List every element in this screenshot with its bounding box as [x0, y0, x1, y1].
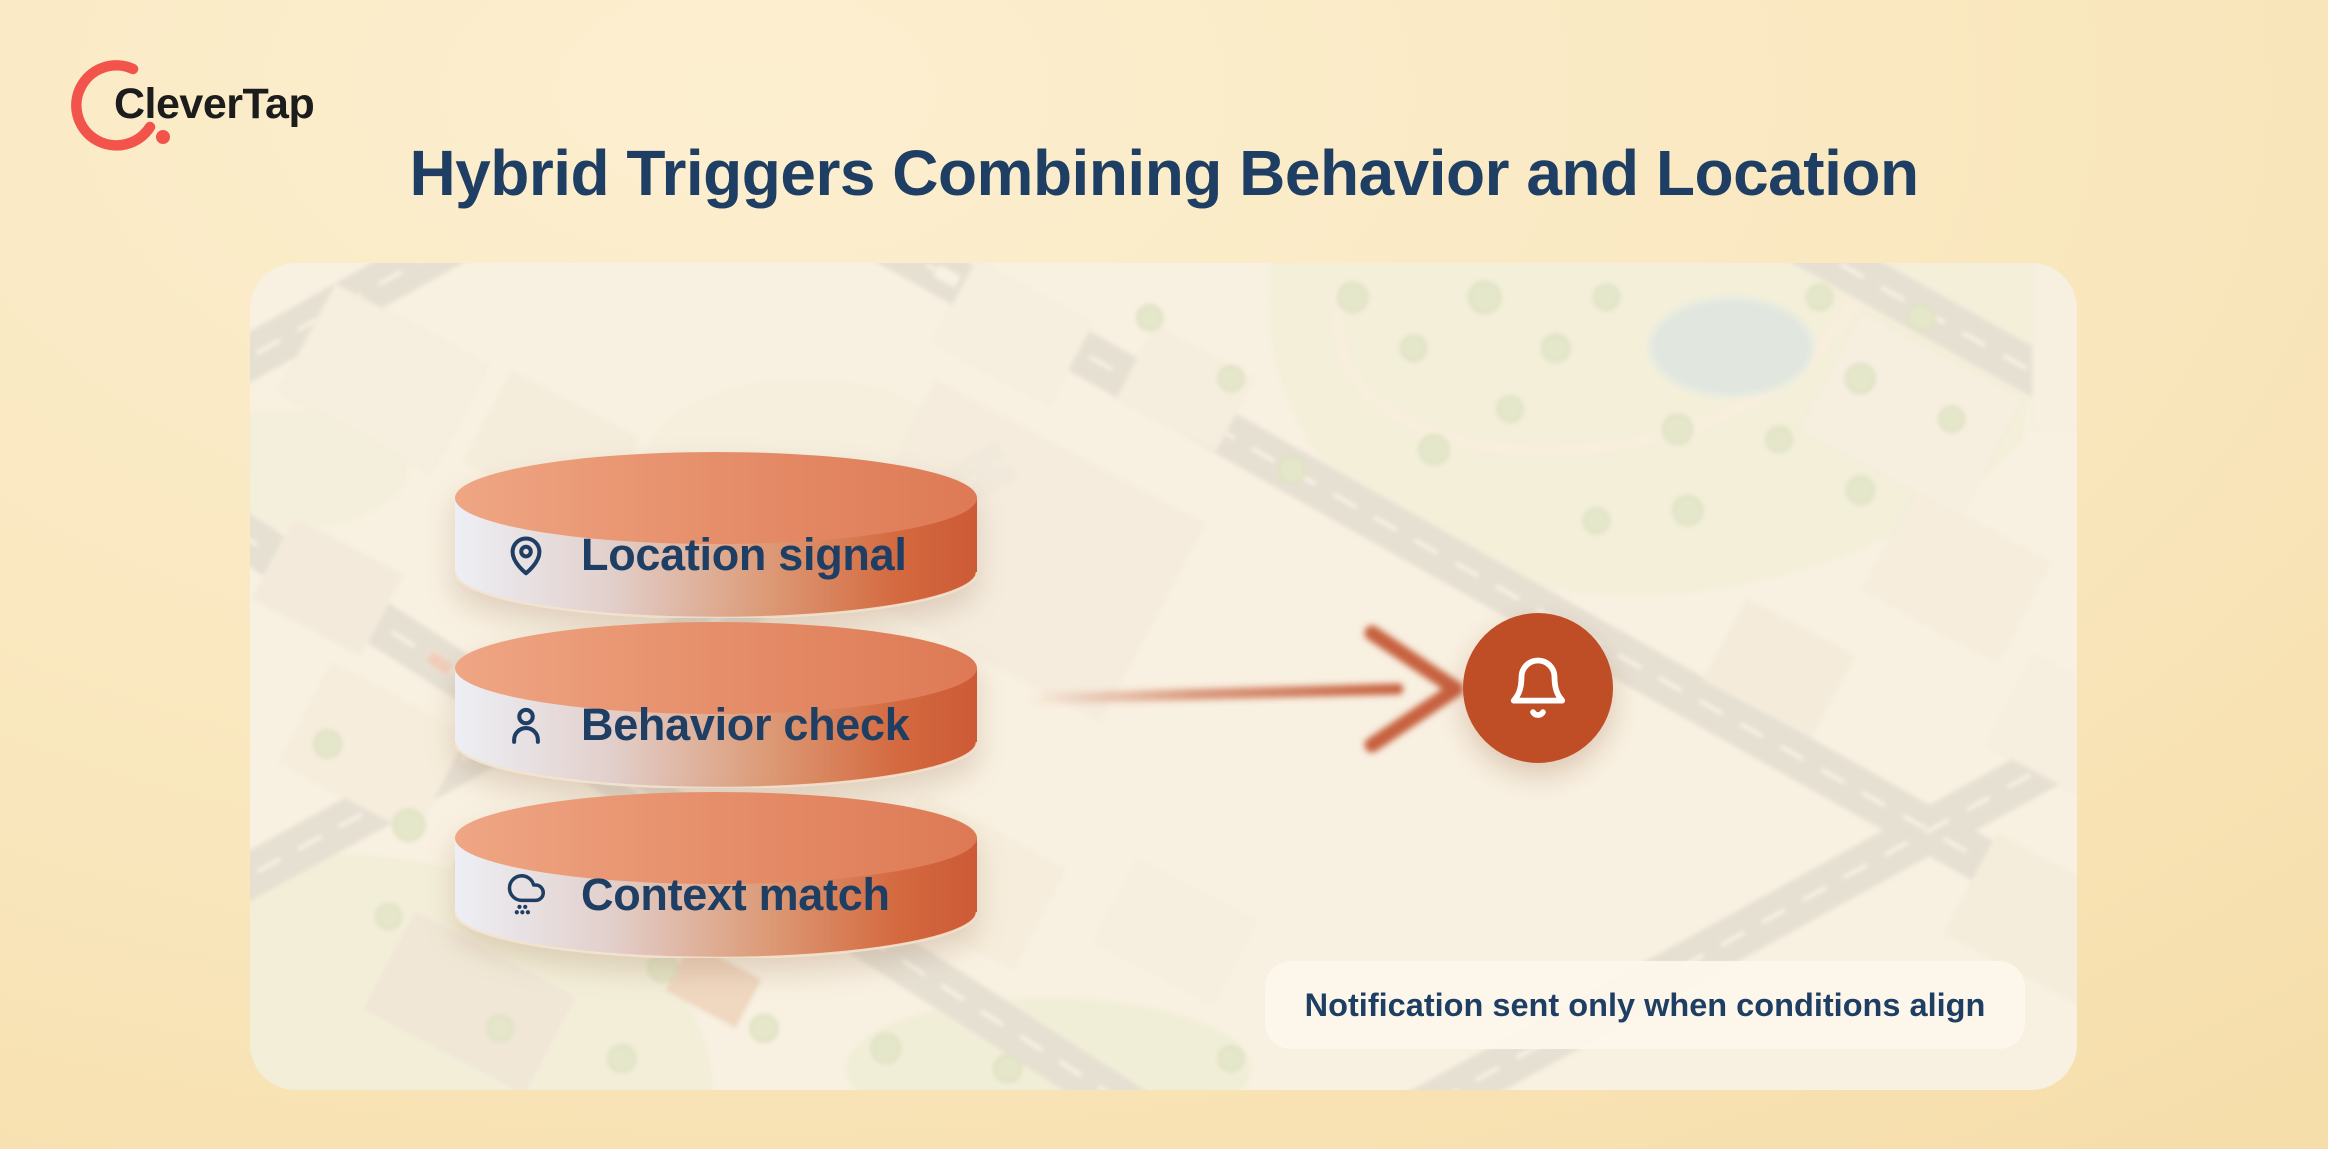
trigger-label: Location signal	[581, 529, 907, 580]
flow-arrow-icon	[1022, 625, 1464, 753]
notification-bell-badge	[1463, 613, 1613, 763]
cylinder-shape	[455, 792, 977, 958]
person-icon	[512, 707, 540, 744]
cylinder-shape	[455, 622, 977, 788]
cloud-drizzle-icon	[507, 874, 545, 915]
caption-text: Notification sent only when conditions a…	[1304, 986, 1986, 1023]
bell-icon	[1510, 657, 1566, 718]
clevertap-logo: CleverTap	[38, 22, 398, 151]
trigger-cylinder-behavior-check: Behavior check	[455, 622, 977, 788]
page-title: Hybrid Triggers Combining Behavior and L…	[409, 137, 1919, 209]
cylinder-shape	[455, 452, 977, 618]
illustration-card: Location signal Behavior check	[250, 263, 2077, 1090]
trigger-label: Context match	[581, 869, 890, 920]
map-pin-icon	[510, 536, 542, 576]
trigger-cylinder-location-signal: Location signal	[455, 452, 977, 618]
trigger-cylinder-context-match: Context match	[455, 792, 977, 958]
clevertap-logo-text: CleverTap	[114, 80, 315, 128]
trigger-label: Behavior check	[581, 699, 910, 750]
clevertap-logo-mark-icon	[71, 60, 170, 151]
caption-pill: Notification sent only when conditions a…	[1265, 961, 2025, 1049]
